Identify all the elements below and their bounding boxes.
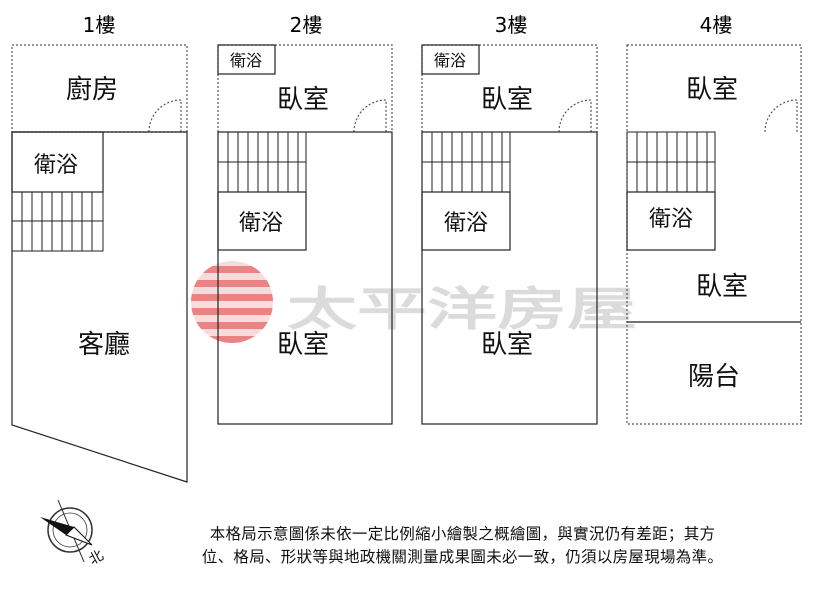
watermark-logo-icon [191, 261, 273, 343]
bath-room-3 [421, 191, 511, 251]
staircase-icon [11, 191, 104, 252]
room-label-living: 客廳 [78, 330, 130, 360]
door-swing-icon [353, 99, 387, 133]
disclaimer-line-2: 位、格局、形狀等與地政機關測量成果圖未必一致，仍須以房屋現場為準。 [201, 548, 724, 566]
disclaimer-line-1: 本格局示意圖係未依一定比例縮小繪製之概繪圖，與實況仍有差距；其方 [209, 525, 716, 543]
bath-room-4 [626, 191, 716, 251]
door-swing-icon [148, 99, 182, 133]
compass-north-label: 北 [87, 548, 107, 569]
bath-tag-box [421, 44, 480, 75]
room-label-bedroom-top-3: 臥室 [481, 85, 533, 115]
room-label-bath-tag-3: 衛浴 [434, 51, 466, 70]
floor-title-3: 3樓 [495, 13, 528, 37]
room-label-balcony-4: 陽台 [688, 362, 740, 392]
disclaimer-note: 本格局示意圖係未依一定比例縮小繪製之概繪圖，與實況仍有差距；其方 位、格局、形狀… [110, 523, 815, 569]
floor-title-2: 2樓 [290, 13, 323, 37]
staircase-icon [421, 131, 511, 193]
floor-title-1: 1樓 [83, 13, 116, 37]
staircase-icon [626, 131, 716, 193]
room-label-bedroom-main-2: 臥室 [277, 330, 329, 360]
room-label-bath-1: 衛浴 [34, 153, 78, 178]
floor-2-plan [217, 44, 393, 425]
floor-4-plan [626, 44, 802, 425]
floor-title-4: 4樓 [700, 13, 733, 37]
bath-tag-box [217, 44, 276, 75]
room-label-bedroom-main-3: 臥室 [481, 330, 533, 360]
floor-1-plan [11, 44, 188, 483]
living-room-outline [11, 131, 188, 483]
room-label-bath-tag-2: 衛浴 [230, 51, 262, 70]
watermark-text: 太平洋房屋 [287, 282, 637, 336]
bath-room-2 [217, 191, 307, 251]
room-label-bedroom-mid-4: 臥室 [696, 272, 748, 302]
room-label-kitchen: 廚房 [66, 75, 118, 105]
room-label-bath-2: 衛浴 [239, 211, 283, 236]
door-swing-icon [764, 99, 798, 133]
staircase-icon [217, 131, 307, 193]
room-label-bedroom-top-4: 臥室 [686, 75, 738, 105]
room-label-bedroom-top-2: 臥室 [277, 85, 329, 115]
room-label-bath-4: 衛浴 [649, 207, 693, 232]
room-label-bath-3: 衛浴 [444, 211, 488, 236]
door-swing-icon [558, 99, 592, 133]
watermark: 太平洋房屋 [191, 261, 637, 343]
compass-north-arrow-icon: 北 [40, 499, 107, 569]
floor-3-plan [421, 44, 598, 425]
